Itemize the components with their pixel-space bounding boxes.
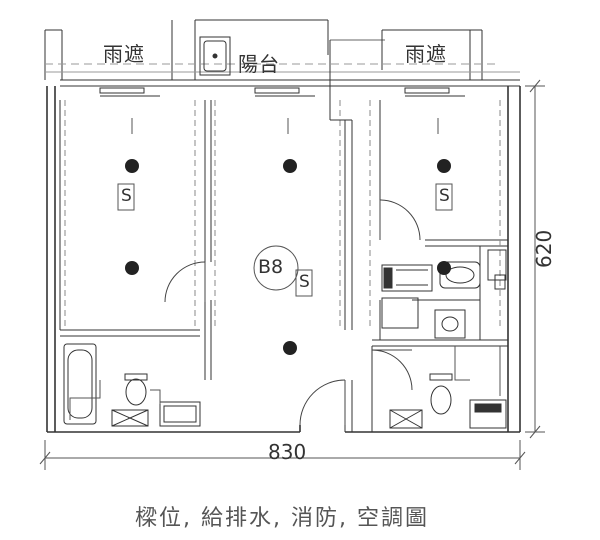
sprinkler-icon <box>283 159 297 173</box>
sprinkler-icon <box>125 159 139 173</box>
right-cabinet-icon <box>381 297 423 429</box>
s-mark-left: S <box>121 186 132 206</box>
right-toilet-icon <box>429 373 453 415</box>
water-pipes <box>69 346 501 420</box>
right-bath-sink-icon <box>434 309 466 339</box>
s-mark-right: S <box>439 186 450 206</box>
sprinkler-icon <box>437 159 451 173</box>
sprinkler-icon <box>125 261 139 275</box>
detector-icon <box>435 183 453 211</box>
right-vanity-icon <box>469 399 507 429</box>
balcony-label: 陽台 <box>238 52 280 76</box>
vent-markers <box>131 118 439 134</box>
detector-icon <box>117 183 135 211</box>
kitchen-counter-icon <box>381 264 433 292</box>
wash-basin-icon <box>439 261 481 289</box>
unit-id-label: B8 <box>258 256 284 278</box>
s-mark-center: S <box>299 272 310 292</box>
depth-dimension: 620 <box>532 229 556 268</box>
interior-walls <box>59 40 508 432</box>
door-swings <box>164 199 421 426</box>
canopy-label-left: 雨遮 <box>103 42 145 66</box>
canopy-band <box>44 19 520 97</box>
drawing-caption: 樑位, 給排水, 消防, 空調圖 <box>135 506 429 531</box>
left-cabinet-icon <box>111 409 149 427</box>
width-dimension: 830 <box>268 440 307 464</box>
sprinkler-icon <box>283 341 297 355</box>
sprinkler-points <box>125 159 451 355</box>
canopy-label-right: 雨遮 <box>405 42 447 66</box>
unit-marker-circle <box>253 245 299 291</box>
sprinkler-icon <box>437 261 451 275</box>
left-vanity-icon <box>159 401 201 427</box>
dimension-lines <box>39 79 545 470</box>
detector-boxes <box>117 183 453 297</box>
detector-icon <box>295 269 313 297</box>
outer-walls <box>46 86 521 433</box>
left-toilet-icon <box>124 373 148 406</box>
water-heater-icon <box>487 249 507 290</box>
balcony-sink-icon <box>199 36 231 76</box>
left-bathtub-icon <box>63 343 97 425</box>
